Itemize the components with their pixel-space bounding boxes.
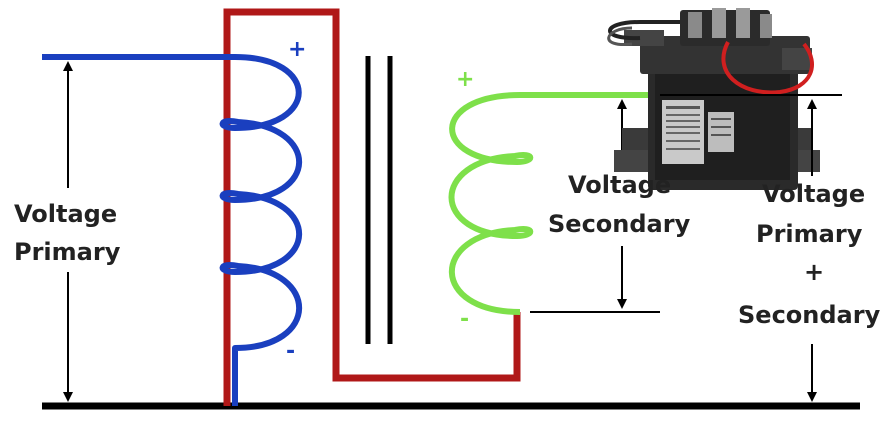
combined-label-2: Primary [756,220,863,248]
combined-label-1: Voltage [762,180,865,208]
voltage-secondary-label-2: Secondary [548,210,691,238]
control-transformer-icon [607,8,820,190]
voltage-primary-label-1: Voltage [14,200,117,228]
secondary-winding [448,92,660,315]
combined-label-3: + [804,258,824,286]
voltage-secondary-label-1: Voltage [568,171,671,199]
core-wire [223,8,521,406]
secondary-minus-mark: - [460,307,469,332]
primary-minus-mark: - [286,339,295,364]
primary-plus-mark: + [288,37,306,62]
combined-label-4: Secondary [738,301,881,329]
primary-winding [42,54,303,406]
voltage-primary-label-2: Primary [14,238,121,266]
secondary-plus-mark: + [456,67,474,92]
